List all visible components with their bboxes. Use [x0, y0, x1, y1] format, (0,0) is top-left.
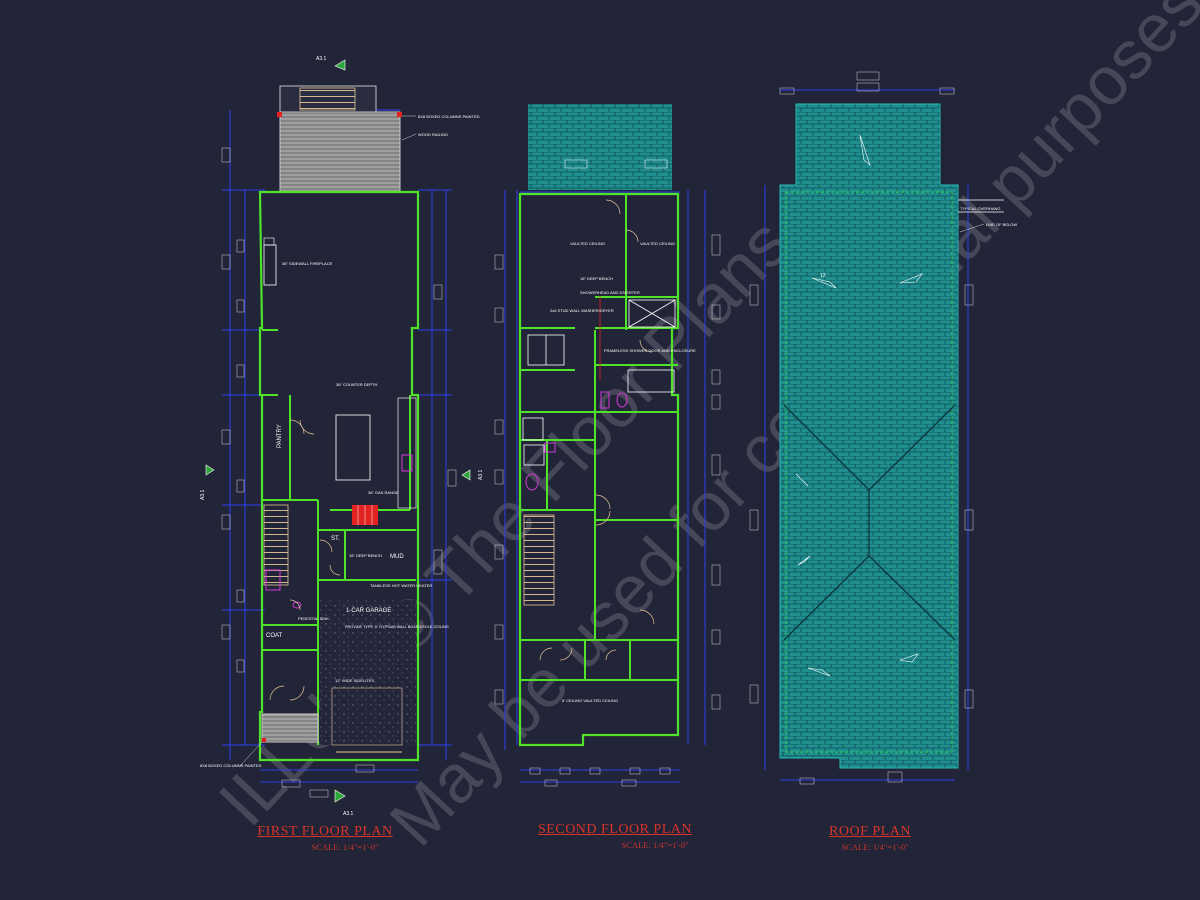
label-coat: COAT	[266, 633, 283, 639]
second-floor-plan: VAULTED CEILING VAULTED CEILING 18" DEEP…	[494, 104, 721, 787]
section-marker-top: A3.1	[316, 56, 346, 71]
first-floor-dim-tags	[221, 147, 457, 798]
roof-title: ROOF PLAN	[829, 824, 911, 839]
svg-text:A3.1: A3.1	[200, 489, 206, 500]
section-marker-right: A3.1	[461, 469, 484, 481]
label-water-heater: TANKLESS HOT WATER HEATER	[370, 583, 432, 588]
svg-text:A3.1: A3.1	[316, 56, 327, 62]
section-marker-bottom: A3.1	[334, 789, 354, 817]
svg-text:A3.1: A3.1	[478, 469, 484, 480]
second-floor-scale: SCALE: 1/4"=1'-0"	[621, 840, 689, 850]
label-counter: 36" COUNTER DEPTH	[336, 382, 378, 387]
label-fireplace: 36" SIDEWALL FIREPLACE	[282, 261, 333, 266]
label-col-bottom: 8X8 BOXED COLUMNS PAINTED	[200, 763, 262, 768]
label-vaulted-1: VAULTED CEILING	[570, 241, 605, 246]
label-pantry: PANTRY	[277, 424, 283, 448]
svg-text:A3.1: A3.1	[343, 811, 354, 817]
first-floor-plan: 8X8 BOXED COLUMNS PAINTED WOOD RAILING A…	[200, 56, 484, 817]
section-marker-left: A3.1	[200, 464, 215, 500]
label-sf-bench: 18" DEEP BENCH	[580, 276, 613, 281]
label-frameless: FRAMELESS SHOWER DOOR AND ENCLOSURE	[604, 348, 696, 353]
roof-slope: 12	[820, 273, 826, 279]
first-floor-scale: SCALE: 1/4"=1'-0"	[311, 842, 379, 852]
label-vaulted-2: VAULTED CEILING	[640, 241, 675, 246]
second-floor-title: SECOND FLOOR PLAN	[538, 822, 692, 837]
label-garage: 1-CAR GARAGE	[346, 608, 391, 614]
label-gas-range: 36" GAS RANGE	[368, 490, 399, 495]
label-garage-note: PROVIDE TYPE 'X' GYPSUM WALL BOARD/SOLE …	[345, 625, 449, 629]
first-floor-title: FIRST FLOOR PLAN	[257, 824, 393, 839]
label-line-of: LINE OF BELOW	[986, 222, 1017, 227]
label-mud: MUD	[390, 554, 404, 560]
label-typical-overhang: TYPICAL OVERHANG	[960, 206, 1001, 211]
label-pedestal: PEDESTAL SINK	[298, 616, 329, 621]
roof-scale: SCALE: 1/4"=1'-0"	[841, 842, 909, 852]
label-shower: SHOWERHEAD AND DIVERTER	[580, 290, 640, 295]
label-vaulted-bottom: 8' CEILING VAULTED CEILING	[562, 698, 618, 703]
label-col-top: 8X8 BOXED COLUMNS PAINTED	[418, 114, 480, 119]
first-floor-dimensions	[222, 109, 452, 783]
label-bench: 18" DEEP BENCH	[349, 553, 382, 558]
label-st: ST.	[331, 536, 340, 542]
label-railing: WOOD RAILING	[418, 132, 448, 137]
label-sidelites: 12" WIDE SIDELITES	[335, 678, 374, 683]
label-stud: 2x6 STUD WALL WASHER/DRYER	[550, 308, 614, 313]
roof-plan: 12 TYPICAL OVERHANG LINE OF BELOW	[749, 71, 1017, 785]
